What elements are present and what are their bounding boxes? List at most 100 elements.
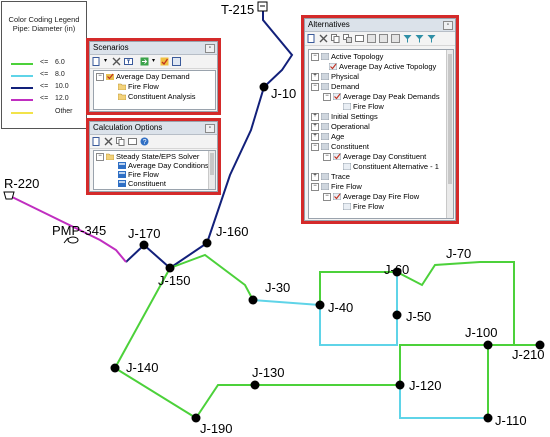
properties-icon[interactable] bbox=[379, 34, 388, 43]
label-r220: R-220 bbox=[4, 176, 39, 191]
junction-j100[interactable] bbox=[483, 340, 493, 350]
rename-icon[interactable] bbox=[124, 57, 133, 66]
collapse-icon[interactable]: − bbox=[323, 92, 331, 101]
pipe-j100-j120[interactable] bbox=[399, 344, 488, 385]
pipe-j140-j190[interactable] bbox=[114, 367, 197, 419]
delete-icon[interactable] bbox=[319, 34, 328, 43]
expand-icon[interactable]: + bbox=[311, 172, 319, 181]
expand-icon[interactable]: + bbox=[311, 72, 319, 81]
junction-j40[interactable] bbox=[315, 300, 325, 310]
calc-item-steady-state-solver[interactable]: − Steady State/EPS Solver bbox=[96, 152, 199, 161]
rename-icon[interactable] bbox=[355, 34, 364, 43]
merge-icon[interactable] bbox=[367, 34, 376, 43]
collapse-icon[interactable]: − bbox=[323, 152, 331, 161]
junction-j140[interactable] bbox=[110, 363, 120, 373]
close-icon[interactable]: ▫ bbox=[205, 124, 215, 133]
pipe-j190-j130[interactable] bbox=[195, 384, 400, 419]
pipe-j10-j160[interactable] bbox=[206, 86, 265, 244]
junction-j160[interactable] bbox=[202, 238, 212, 248]
collapse-icon[interactable]: − bbox=[323, 192, 331, 201]
collapse-icon[interactable]: − bbox=[96, 72, 104, 81]
duplicate-icon[interactable] bbox=[331, 34, 340, 43]
compute-icon[interactable] bbox=[140, 57, 149, 66]
junction-j170[interactable] bbox=[139, 240, 149, 250]
delete-icon[interactable] bbox=[112, 57, 121, 66]
collapse-icon[interactable]: − bbox=[96, 152, 104, 161]
alt-item-trace[interactable]: + Trace bbox=[311, 172, 350, 181]
alt-item-average-day-constituent[interactable]: − Average Day Constituent bbox=[323, 152, 426, 161]
alt-item-constituent[interactable]: − Constituent bbox=[311, 142, 369, 151]
junction-j50[interactable] bbox=[392, 310, 402, 320]
collapse-icon[interactable]: − bbox=[311, 52, 319, 61]
alt-item-physical[interactable]: + Physical bbox=[311, 72, 359, 81]
calc-item-fire-flow[interactable]: Fire Flow bbox=[118, 170, 159, 179]
junction-j120[interactable] bbox=[395, 380, 405, 390]
pump-pmp345[interactable] bbox=[67, 236, 79, 244]
alt-item-active-topology[interactable]: − Active Topology bbox=[311, 52, 383, 61]
collapse-icon[interactable]: − bbox=[311, 142, 319, 151]
alt-item-average-day-active-topology[interactable]: Average Day Active Topology bbox=[328, 62, 436, 71]
alt-item-average-day-fire-flow[interactable]: − Average Day Fire Flow bbox=[323, 192, 419, 201]
help-icon[interactable]: ? bbox=[140, 137, 149, 146]
junction-j210[interactable] bbox=[535, 340, 545, 350]
rename-icon[interactable] bbox=[128, 137, 137, 146]
alt-item-age[interactable]: + Age bbox=[311, 132, 344, 141]
alt-item-initial-settings[interactable]: + Initial Settings bbox=[311, 112, 378, 121]
calc-item-average-day-conditions[interactable]: Average Day Conditions bbox=[118, 161, 209, 170]
calculation-options-scrollbar[interactable] bbox=[208, 151, 215, 189]
new-icon[interactable] bbox=[92, 57, 101, 66]
close-icon[interactable]: ▫ bbox=[205, 44, 215, 53]
pipe-j170-j150[interactable] bbox=[143, 244, 171, 269]
expand-icon[interactable]: + bbox=[311, 112, 319, 121]
collapse-icon[interactable]: − bbox=[311, 82, 319, 91]
pipe-j150-j30[interactable] bbox=[169, 253, 254, 301]
junction-j60[interactable] bbox=[392, 267, 402, 277]
close-icon[interactable]: ▫ bbox=[443, 21, 453, 30]
junction-j190[interactable] bbox=[191, 413, 201, 423]
scenario-item-fire-flow[interactable]: Fire Flow bbox=[117, 82, 159, 91]
alt-item-fire-flow-child[interactable]: Fire Flow bbox=[342, 202, 384, 211]
alt-item-average-day-peak-demands[interactable]: − Average Day Peak Demands bbox=[323, 92, 440, 101]
junction-j110[interactable] bbox=[483, 413, 493, 423]
calc-item-constituent[interactable]: Constituent bbox=[118, 179, 166, 188]
alt-item-operational[interactable]: + Operational bbox=[311, 122, 370, 131]
pipe-r220-pmp345[interactable] bbox=[9, 195, 127, 263]
scenario-item-constituent-analysis[interactable]: Constituent Analysis bbox=[117, 92, 196, 101]
junction-j130[interactable] bbox=[250, 380, 260, 390]
expand-all-icon[interactable] bbox=[427, 34, 436, 43]
reservoir-r220[interactable] bbox=[3, 191, 15, 200]
alt-item-demand-fire-flow[interactable]: Fire Flow bbox=[342, 102, 384, 111]
calculation-option-icon bbox=[118, 171, 126, 178]
new-icon[interactable] bbox=[307, 34, 316, 43]
label-j70: J-70 bbox=[446, 246, 471, 261]
chevron-down-icon[interactable]: ▾ bbox=[104, 58, 108, 64]
filter-clear-icon[interactable] bbox=[415, 34, 424, 43]
chevron-down-icon[interactable]: ▾ bbox=[152, 58, 156, 64]
pipe-t215-j10[interactable] bbox=[262, 8, 294, 88]
report-icon[interactable] bbox=[391, 34, 400, 43]
alternatives-scrollbar[interactable] bbox=[446, 50, 453, 218]
set-active-icon[interactable] bbox=[160, 57, 169, 66]
pipe-j30-j40[interactable] bbox=[252, 299, 321, 306]
expand-icon[interactable]: + bbox=[311, 132, 319, 141]
pipe-j40-j60-b[interactable] bbox=[319, 271, 397, 305]
delete-icon[interactable] bbox=[104, 137, 113, 146]
alt-item-fire-flow[interactable]: − Fire Flow bbox=[311, 182, 362, 191]
pipe-j150-j140[interactable] bbox=[114, 267, 171, 369]
junction-j10[interactable] bbox=[259, 82, 269, 92]
pipe-j160-j150[interactable] bbox=[169, 242, 208, 269]
collapse-icon[interactable]: − bbox=[311, 182, 319, 191]
alt-item-constituent-alternative-1[interactable]: Constituent Alternative - 1 bbox=[342, 162, 439, 171]
properties-icon[interactable] bbox=[172, 57, 181, 66]
duplicate-icon[interactable] bbox=[116, 137, 125, 146]
filter-icon[interactable] bbox=[403, 34, 412, 43]
junction-j150[interactable] bbox=[165, 263, 175, 273]
new-icon[interactable] bbox=[92, 137, 101, 146]
pipe-j120-j110[interactable] bbox=[399, 385, 488, 419]
junction-j30[interactable] bbox=[248, 295, 258, 305]
alt-item-demand[interactable]: − Demand bbox=[311, 82, 359, 91]
child-alternative-icon[interactable] bbox=[343, 34, 352, 43]
scenario-item-average-day-demand[interactable]: − Average Day Demand bbox=[96, 72, 190, 81]
expand-icon[interactable]: + bbox=[311, 122, 319, 131]
